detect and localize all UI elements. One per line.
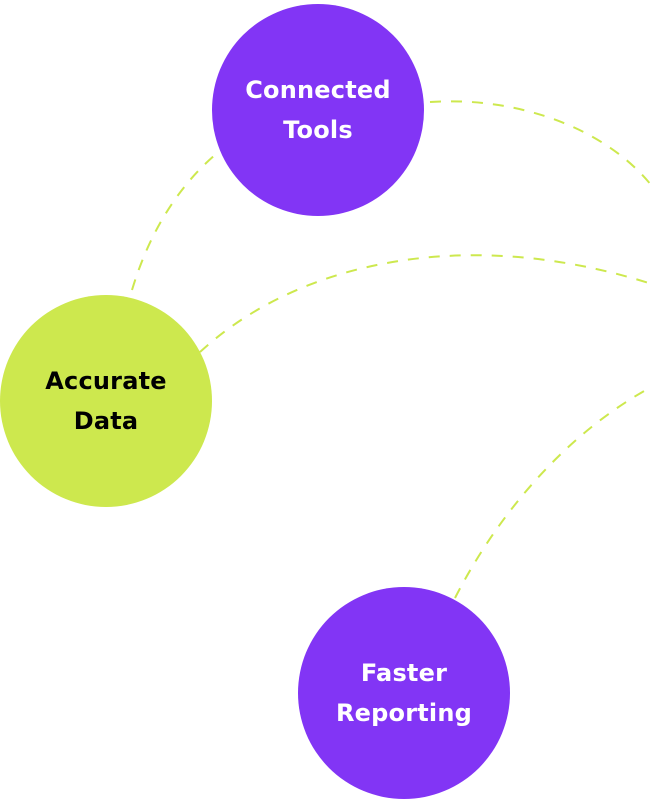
node-label: Faster Reporting xyxy=(336,653,472,733)
connector-accurate-to-connected xyxy=(131,154,216,291)
connector-faster-to-right xyxy=(454,386,650,599)
connector-accurate-to-right xyxy=(199,254,650,353)
connector-connected-to-right xyxy=(429,100,650,186)
node-label-line: Accurate xyxy=(45,367,167,395)
node-accurate-data: Accurate Data xyxy=(0,295,212,507)
node-label-line: Tools xyxy=(283,116,353,144)
node-label: Connected Tools xyxy=(245,70,391,150)
node-label-line: Faster xyxy=(360,659,448,687)
node-label-line: Connected xyxy=(245,76,391,104)
node-faster-reporting: Faster Reporting xyxy=(298,587,510,799)
node-label-line: Data xyxy=(73,407,139,435)
node-label-line: Reporting xyxy=(335,699,473,727)
node-label: Accurate Data xyxy=(45,361,167,441)
node-connected-tools: Connected Tools xyxy=(212,4,424,216)
